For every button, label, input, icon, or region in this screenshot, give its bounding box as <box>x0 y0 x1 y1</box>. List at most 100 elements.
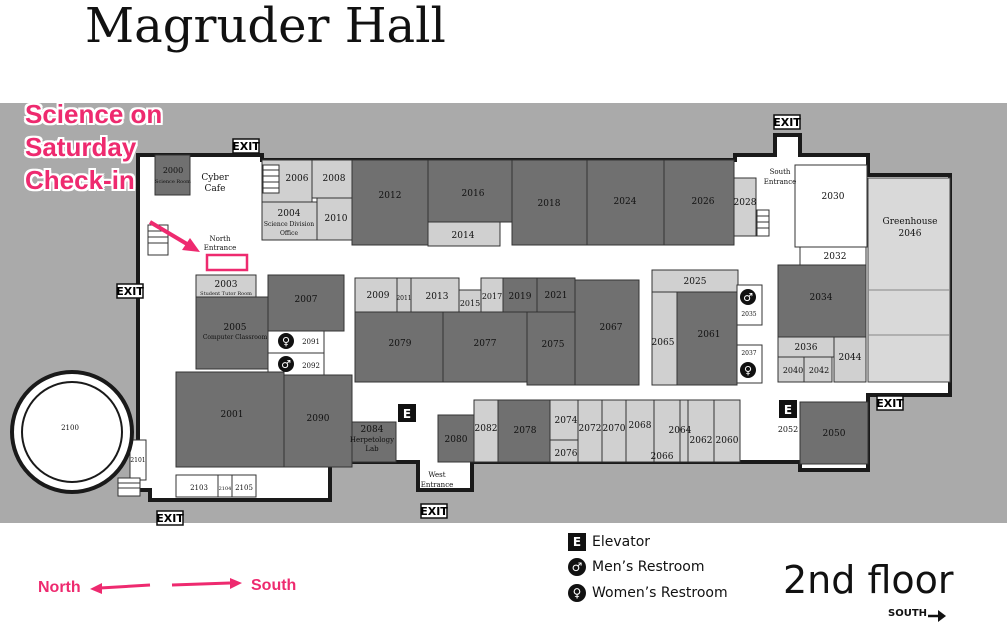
womens-restroom-icon: ♀ <box>278 333 294 349</box>
exit-sign: EXIT <box>116 283 144 299</box>
room-2105 <box>231 474 257 498</box>
room-number: 2014 <box>452 231 475 241</box>
room-2000 <box>154 154 191 196</box>
room-2066 <box>653 399 681 463</box>
legend-womens-restroom: ♀ Women’s Restroom <box>568 584 728 602</box>
room-2024 <box>586 159 665 246</box>
room-2100 <box>10 370 134 494</box>
room-number: 2065 <box>652 338 675 348</box>
room-label: Science Division <box>264 221 314 228</box>
floor-label: 2nd floor <box>783 558 954 602</box>
room-2044 <box>833 336 867 383</box>
entrance-label: West <box>428 471 445 479</box>
room-number: 2100 <box>61 424 79 432</box>
room-number: 2030 <box>822 192 845 202</box>
room-number: 2010 <box>325 214 348 224</box>
room-number: 2035 <box>741 311 756 318</box>
room-2001 <box>175 371 285 468</box>
room-2078 <box>497 399 551 463</box>
room-number: 2040 <box>783 366 803 375</box>
room-label: Office <box>280 230 298 237</box>
room-2042 <box>803 356 833 383</box>
room-number: 2070 <box>603 424 626 434</box>
exit-label: EXIT <box>420 505 448 518</box>
room-number: 2037 <box>741 350 756 357</box>
exit-label: EXIT <box>232 140 260 153</box>
exit-sign: EXIT <box>156 510 184 526</box>
room-2018 <box>511 159 588 246</box>
room-2070 <box>601 399 627 463</box>
room-number: 2016 <box>462 189 485 199</box>
entrance-label: Entrance <box>204 244 237 252</box>
room-2026 <box>663 159 735 246</box>
room-greenhouse <box>867 177 951 383</box>
room-number: 2092 <box>302 362 320 370</box>
room-2074 <box>549 399 579 441</box>
room-number: 2001 <box>221 410 244 420</box>
room-label: 2004 <box>278 209 301 219</box>
room-number: 2013 <box>426 292 449 302</box>
svg-text:♀: ♀ <box>282 335 290 348</box>
room-number: 2079 <box>389 339 412 349</box>
svg-text:♀: ♀ <box>744 364 752 377</box>
room-number: 2066 <box>651 452 674 462</box>
room-number: 2025 <box>684 277 707 287</box>
room-number: 2012 <box>379 191 402 201</box>
room-number: 2062 <box>690 436 713 446</box>
room-2034 <box>777 264 867 338</box>
room-2019 <box>502 277 538 313</box>
page-title: Magruder Hall <box>85 0 446 54</box>
room-label: 2000 <box>163 166 183 175</box>
room-number: 2067 <box>600 323 623 333</box>
entrance-label: Entrance <box>764 178 797 186</box>
room-2068 <box>625 399 655 463</box>
room-number: 2060 <box>716 436 739 446</box>
south-arrow-icon <box>928 610 946 622</box>
room-number: 2104 <box>219 486 232 492</box>
room-number: 2036 <box>795 343 818 353</box>
room-label: Lab <box>365 445 379 453</box>
room-2004 <box>261 201 318 241</box>
room-number: 2103 <box>190 484 208 492</box>
room-label: 2003 <box>215 280 238 290</box>
legend-elevator: E Elevator <box>568 533 650 551</box>
room-number: 2077 <box>474 339 497 349</box>
elevator-icon: E <box>568 533 586 551</box>
science-on-saturday-callout: Science on Saturday Check-in <box>25 98 162 197</box>
room-2072 <box>577 399 603 463</box>
direction-arrow <box>90 578 242 594</box>
room-number: 2064 <box>669 426 692 436</box>
room-number: 2018 <box>538 199 561 209</box>
svg-text:♂: ♂ <box>743 291 753 304</box>
room-number: 2076 <box>555 449 578 459</box>
svg-text:♂: ♂ <box>281 358 291 371</box>
room-label: Computer Classroom <box>203 334 268 341</box>
room-number: 2019 <box>509 292 532 302</box>
womens-restroom-icon: ♀ <box>740 362 756 378</box>
room-number: 2061 <box>698 330 721 340</box>
room-2012 <box>351 159 429 246</box>
room-label: Cafe <box>205 184 226 194</box>
room-number: 2072 <box>579 424 602 434</box>
room-label: Cyber <box>201 173 229 183</box>
room-label: 2005 <box>224 323 247 333</box>
room-number: 2026 <box>692 197 715 207</box>
room-2010 <box>316 197 353 241</box>
legend-label: Elevator <box>592 534 651 550</box>
room-label: 2046 <box>899 229 922 239</box>
exit-sign: EXIT <box>420 503 448 519</box>
room-number: 2009 <box>367 291 390 301</box>
room-number: 2034 <box>810 293 833 303</box>
room-number: 2007 <box>295 295 318 305</box>
room-number: 2050 <box>823 429 846 439</box>
room-2062 <box>687 399 715 463</box>
exit-label: EXIT <box>876 397 904 410</box>
entrance-label: Entrance <box>421 481 454 489</box>
room-number: 2032 <box>824 252 847 262</box>
room-label: Greenhouse <box>883 217 938 227</box>
room-number: 2078 <box>514 426 537 436</box>
mens-restroom-icon: ♂ <box>278 356 294 372</box>
room-2060 <box>713 399 741 463</box>
callout-line: Check-in <box>25 165 135 195</box>
room-2077 <box>442 311 528 383</box>
